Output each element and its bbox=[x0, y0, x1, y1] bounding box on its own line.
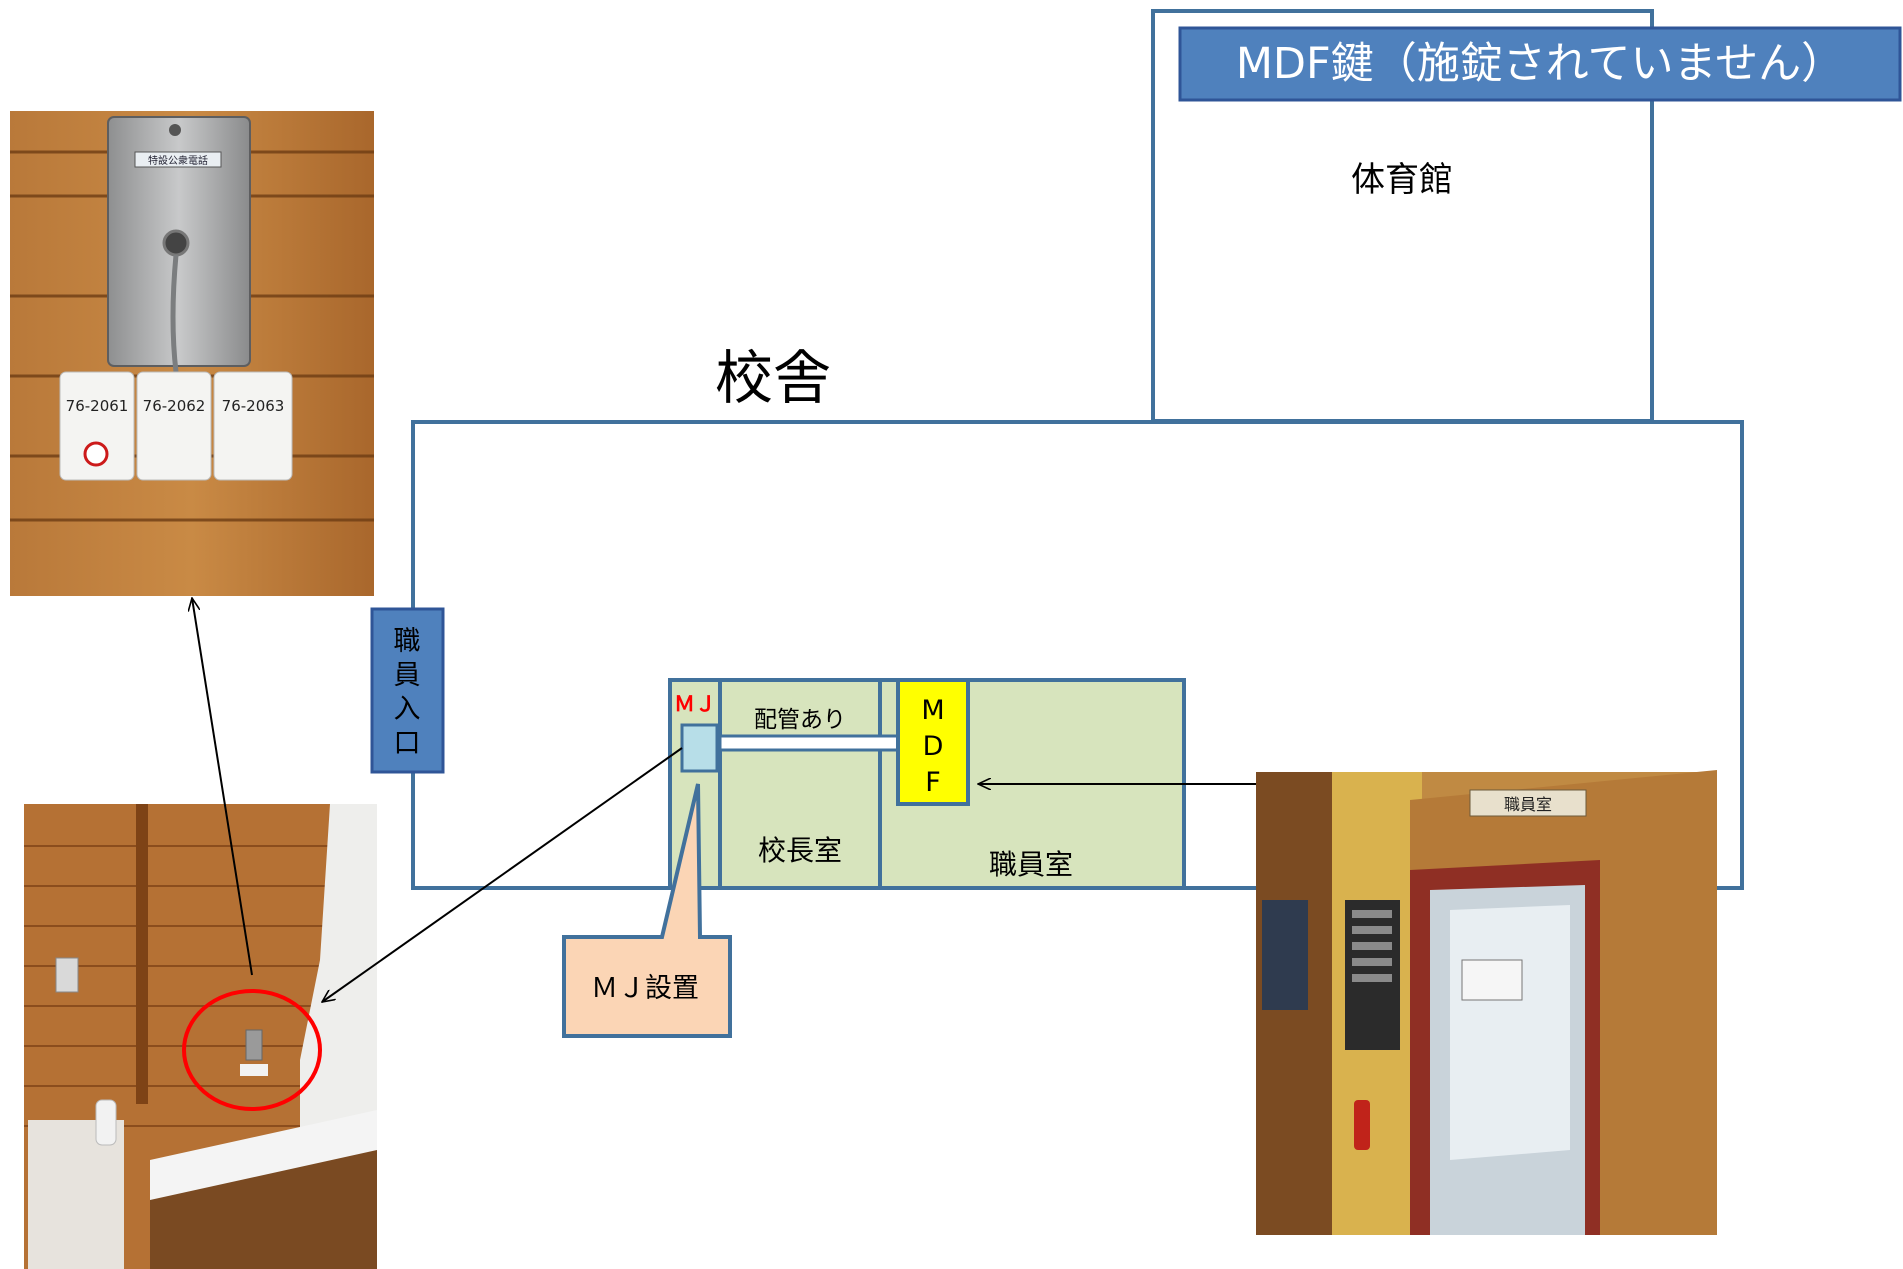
photo-corridor-corner bbox=[24, 804, 377, 1269]
wall-plate-sign: 特設公衆電話 bbox=[148, 154, 208, 167]
staff-entrance-char-2: 員 bbox=[394, 660, 421, 691]
wall-plate-label-2: 76-2062 bbox=[143, 397, 206, 415]
piping-conduit bbox=[718, 734, 902, 752]
mj-label: ＭＪ bbox=[674, 692, 716, 716]
mdf-char-m: M bbox=[921, 695, 944, 726]
title-banner-text: MDF鍵（施錠されていません） bbox=[1236, 39, 1844, 89]
wall-plate-label-3: 76-2063 bbox=[222, 397, 285, 415]
arrow-mj-to-corner-photo bbox=[322, 747, 683, 1002]
piping-label: 配管あり bbox=[754, 707, 846, 733]
mdf-char-d: D bbox=[923, 731, 944, 762]
wall-plate-label-1: 76-2061 bbox=[66, 397, 129, 415]
phone-jack-icon bbox=[162, 229, 190, 257]
mj-callout bbox=[562, 783, 732, 1038]
mdf-char-f: F bbox=[925, 767, 941, 798]
school-building-label: 校舎 bbox=[715, 344, 831, 412]
photo-staff-room-door: 職員室 bbox=[1256, 770, 1717, 1235]
staff-entrance-char-4: 口 bbox=[394, 728, 421, 759]
title-banner bbox=[1178, 26, 1902, 102]
arrow-corner-to-plate-photo bbox=[192, 598, 253, 976]
mdf-box bbox=[896, 678, 970, 806]
staff-room-label: 職員室 bbox=[989, 848, 1073, 881]
staff-entrance-char-1: 職 bbox=[394, 626, 421, 657]
highlight-circle bbox=[182, 989, 322, 1111]
door-sign-label: 職員室 bbox=[1504, 795, 1552, 814]
mj-box bbox=[680, 723, 719, 773]
staff-entrance-char-3: 入 bbox=[394, 694, 421, 725]
gymnasium-label: 体育館 bbox=[1351, 160, 1453, 200]
photo-wall-plate: 特設公衆電話 76-2061 76-2062 76-2063 bbox=[10, 111, 374, 596]
mj-callout-label: ＭＪ設置 bbox=[591, 973, 699, 1004]
staff-entrance bbox=[370, 607, 445, 774]
principal-office-label: 校長室 bbox=[758, 834, 842, 867]
